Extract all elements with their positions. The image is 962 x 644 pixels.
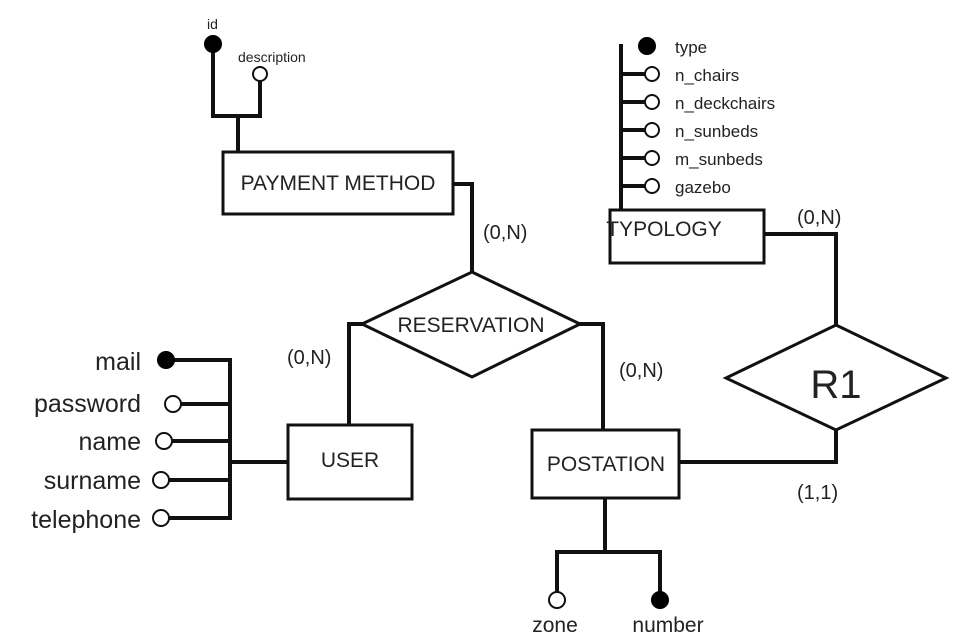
line-typology-r1 [762,232,838,327]
line-user-reservation [347,322,364,427]
entity-label: POSTATION [547,453,665,476]
relationship-r1[interactable]: R1 [722,323,950,432]
entity-label: USER [321,449,379,472]
attributes-postation: zone number [532,591,704,637]
attr-number: number [632,614,703,637]
entity-label: TYPOLOGY [606,218,722,241]
entity-payment-method[interactable]: PAYMENT METHOD [221,150,455,216]
cardinality-postation-reservation: (0,N) [619,360,663,382]
attr-gazebo: gazebo [675,178,731,197]
user-attr-ticks [163,358,230,520]
relationship-label: R1 [810,363,861,407]
attribute-icon [644,122,660,138]
attr-name: name [78,428,141,456]
attr-surname: surname [44,467,141,495]
attribute-icon [644,66,660,82]
attr-id: id [207,16,218,32]
attr-mail: mail [95,348,141,376]
connectors [163,44,838,594]
postation-attr-tree [555,496,662,594]
entity-label: PAYMENT METHOD [241,172,436,195]
key-attribute-icon [204,35,222,53]
key-attribute-icon [638,37,656,55]
attribute-icon [155,432,173,450]
cardinality-typology-r1: (0,N) [797,207,841,229]
entity-postation[interactable]: POSTATION [530,428,681,500]
entity-user[interactable]: USER [286,423,414,501]
attributes-typology: type n_chairs n_deckchairs n_sunbeds m_s… [638,37,775,197]
attr-m-sunbeds: m_sunbeds [675,150,763,169]
cardinality-payment-reservation: (0,N) [483,222,527,244]
cardinalities: (0,N) (0,N) (0,N) (0,N) (1,1) [287,207,841,504]
cardinality-postation-r1: (1,1) [797,482,838,504]
attr-zone: zone [532,614,578,637]
attribute-icon [548,591,566,609]
line-payment-reservation [451,182,474,274]
attribute-icon [152,509,170,527]
cardinality-user-reservation: (0,N) [287,347,331,369]
attr-n-chairs: n_chairs [675,66,739,85]
attribute-icon [164,395,182,413]
attr-n-sunbeds: n_sunbeds [675,122,758,141]
line-postation-r1 [677,428,838,464]
attribute-icon [152,471,170,489]
attr-description: description [238,49,306,65]
relationship-label: RESERVATION [397,314,544,337]
key-attribute-icon [157,351,175,369]
attributes-payment-method: id description [204,16,306,82]
attribute-icon [644,94,660,110]
key-attribute-icon [651,591,669,609]
typology-attr-ticks [621,72,647,188]
attr-password: password [34,390,141,418]
line-reservation-postation [578,322,605,432]
attribute-icon [252,66,268,82]
attr-n-deckchairs: n_deckchairs [675,94,775,113]
attribute-icon [644,178,660,194]
attributes-user: mail password name surname telephone [31,348,182,534]
relationship-reservation[interactable]: RESERVATION [358,270,584,379]
entity-typology[interactable]: TYPOLOGY [606,208,766,265]
attribute-icon [644,150,660,166]
attr-telephone: telephone [31,506,141,534]
attr-type: type [675,38,707,57]
